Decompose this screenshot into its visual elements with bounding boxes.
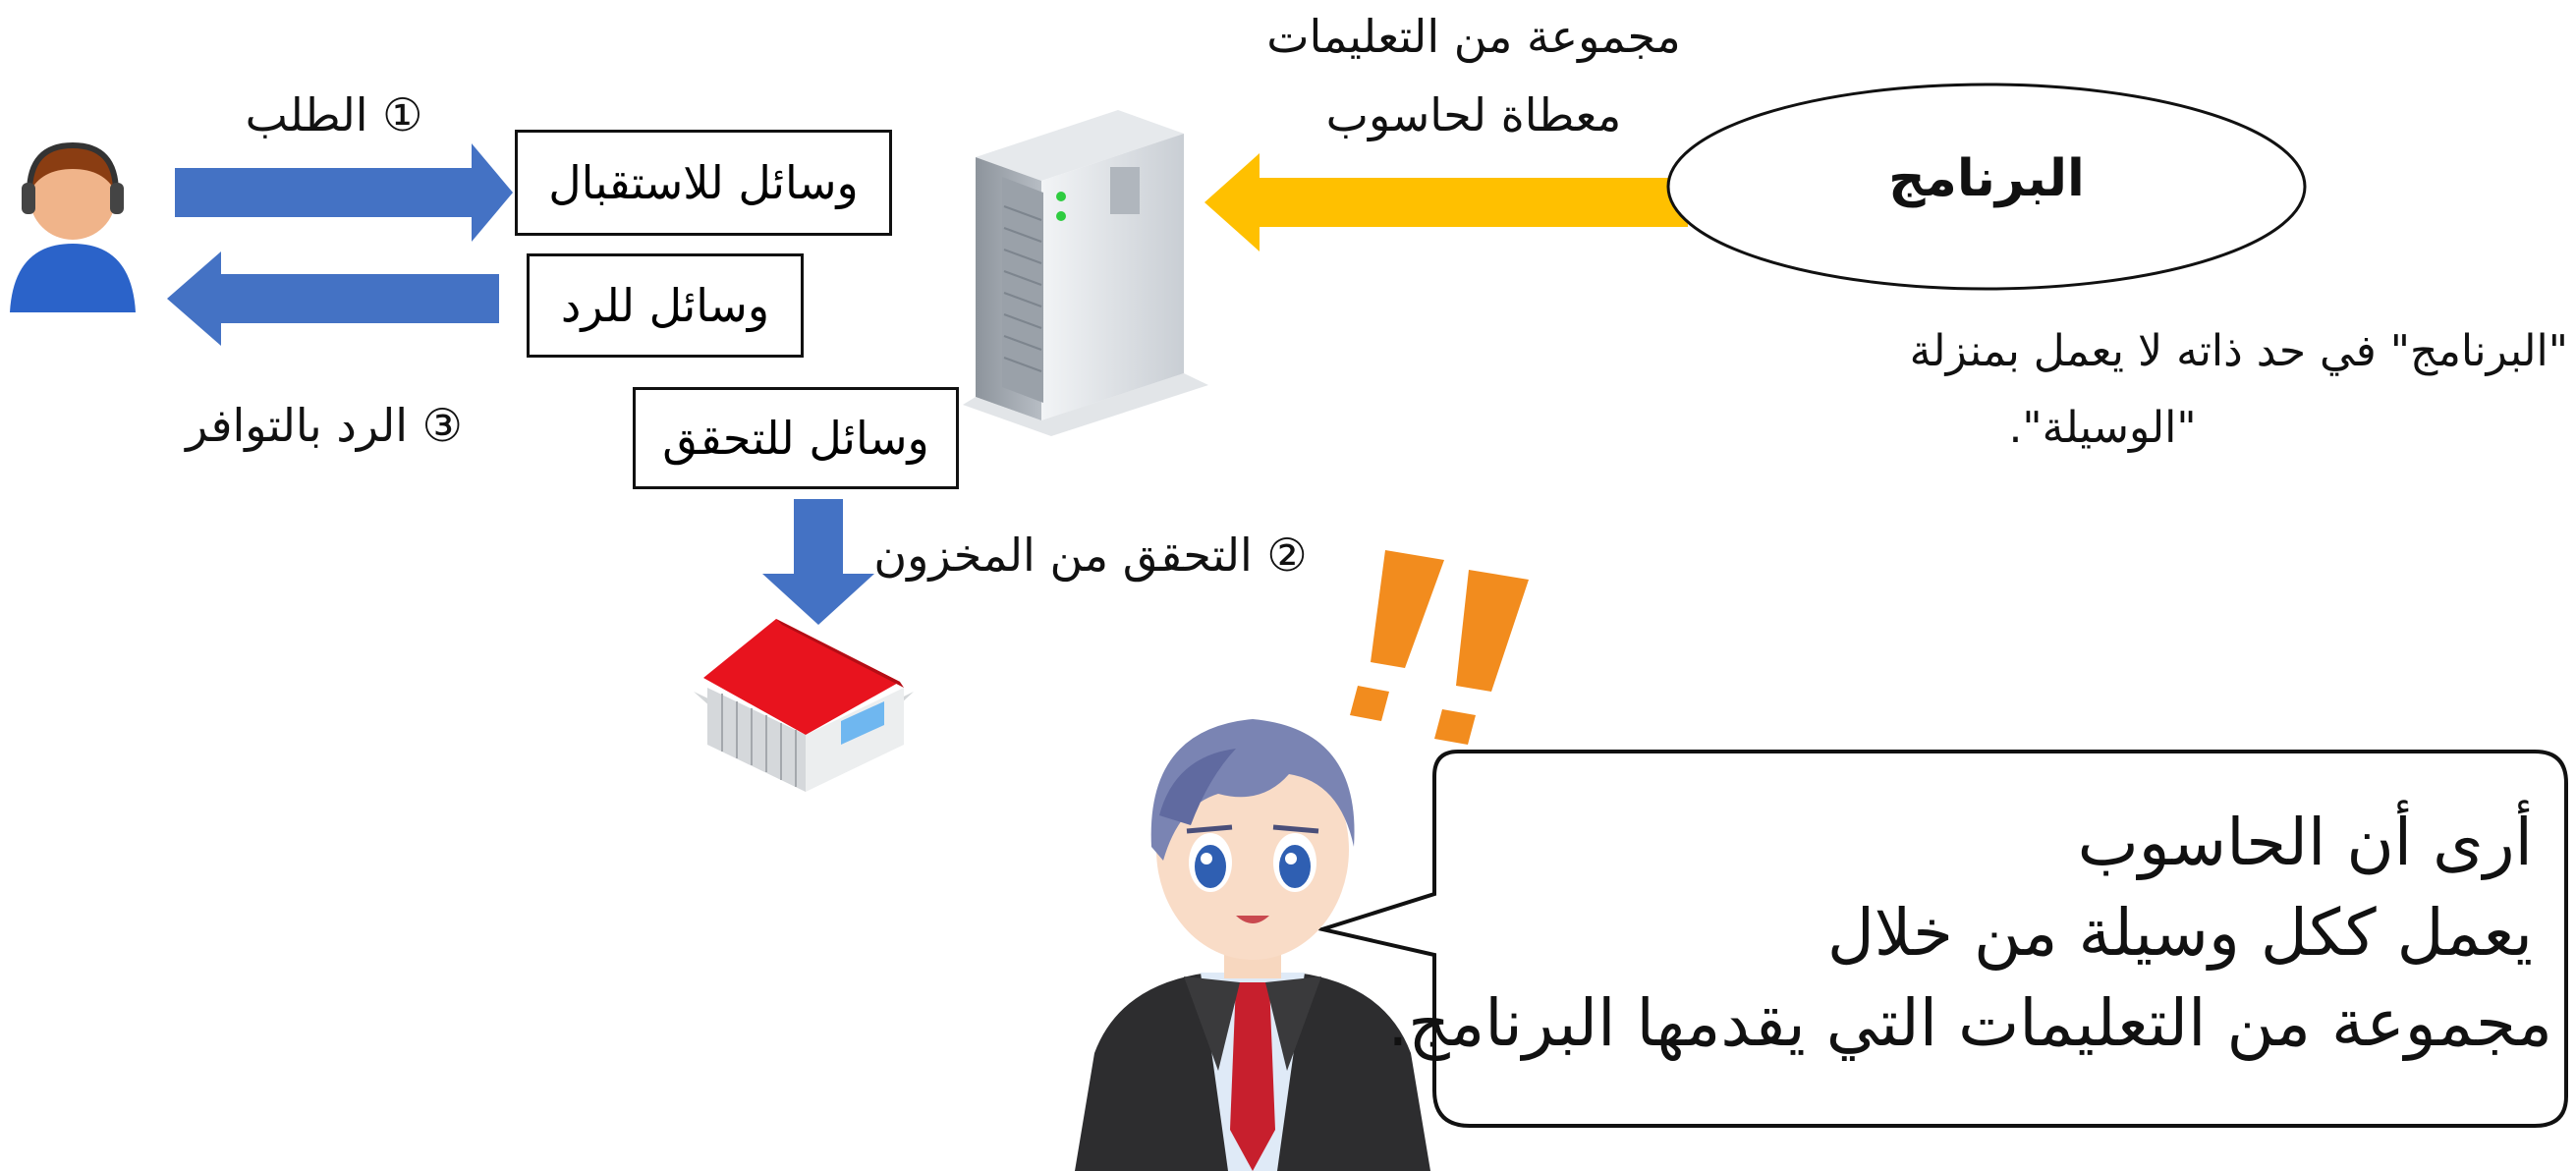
inventory-step-number: ② [1266, 529, 1308, 582]
instructions-label-line1: مجموعة من التعليمات [1266, 10, 1681, 63]
verify-means-box: وسائل للتحقق [633, 387, 959, 489]
program-note-line1: "البرنامج" في حد ذاته لا يعمل بمنزلة [1909, 326, 2568, 376]
reply-step-label: ③ الرد بالتوافر [147, 399, 501, 452]
exclamation-marks [1350, 550, 1529, 745]
inventory-arrow [762, 499, 874, 625]
program-ellipse [1666, 83, 2307, 291]
program-label: البرنامج [1888, 149, 2085, 208]
respond-means-box: وسائل للرد [527, 253, 804, 358]
program-note-line2: "الوسيلة". [2008, 403, 2197, 453]
speech-line-3: مجموعة من التعليمات التي يقدمها البرنامج… [1387, 985, 2552, 1061]
request-step-text: الطلب [245, 88, 368, 141]
respond-means-label: وسائل للرد [560, 279, 770, 332]
inventory-step-label: ② التحقق من المخزون [845, 529, 1336, 582]
reply-step-number: ③ [421, 399, 463, 452]
server-icon [963, 110, 1208, 436]
warehouse-icon [694, 619, 914, 792]
speech-line-1: أرى أن الحاسوب [2077, 805, 2533, 880]
speech-bubble [1315, 750, 2568, 1128]
character-illustration [1075, 719, 1430, 1171]
instructions-arrow [1204, 153, 1688, 251]
request-step-label: ① الطلب [216, 88, 452, 141]
verify-means-label: وسائل للتحقق [662, 412, 929, 465]
reply-step-text: الرد بالتوافر [186, 399, 409, 452]
instructions-label-line2: معطاة لحاسوب [1325, 88, 1622, 141]
reply-arrow [167, 251, 499, 346]
receive-means-box: وسائل للاستقبال [515, 130, 892, 236]
receive-means-label: وسائل للاستقبال [548, 156, 859, 209]
inventory-step-text: التحقق من المخزون [873, 529, 1253, 582]
speech-line-2: يعمل ككل وسيلة من خلال [1826, 895, 2533, 971]
request-arrow [175, 143, 513, 242]
request-step-number: ① [382, 88, 423, 141]
customer-icon [10, 141, 136, 312]
